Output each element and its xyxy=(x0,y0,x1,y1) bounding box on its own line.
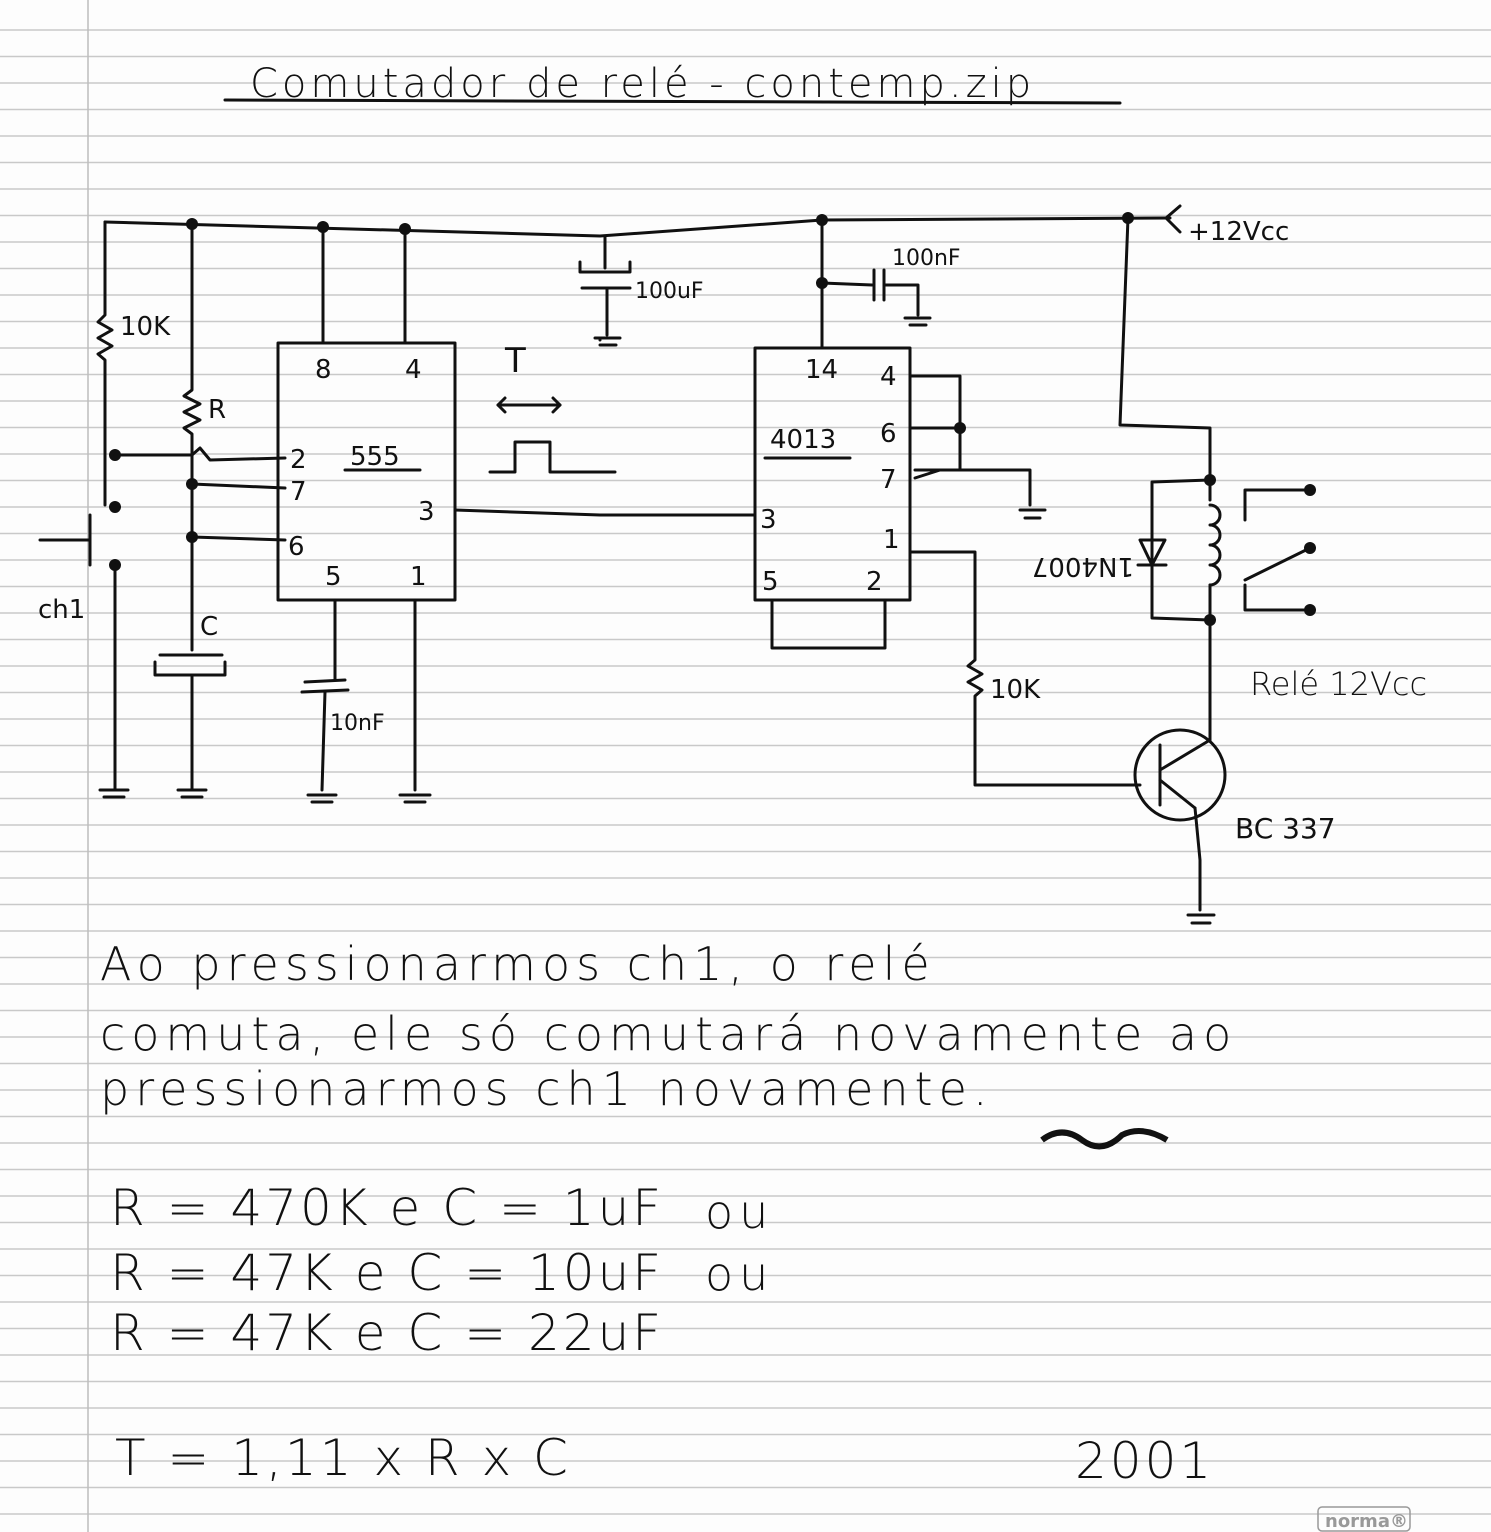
timing-capacitor-label: C xyxy=(200,612,218,642)
relay-label: Relé 12Vcc xyxy=(1250,665,1427,703)
ruled-lines xyxy=(0,29,1491,1515)
relay-circuit xyxy=(1118,216,1316,925)
ic-4013 xyxy=(753,218,1142,787)
pushbutton-switch xyxy=(38,513,121,787)
pin-label: 2 xyxy=(866,567,883,597)
pin-label: 14 xyxy=(805,355,838,385)
timing-formula: T = 1,11 x R x C xyxy=(115,1429,571,1487)
base-resistor-label: 10K xyxy=(990,675,1041,705)
ic-4013-label: 4013 xyxy=(770,425,836,455)
pin-label: 1 xyxy=(410,562,427,592)
pulse-width-label: T xyxy=(504,341,526,381)
pin-label: 3 xyxy=(418,497,435,527)
pin-label: 6 xyxy=(880,419,897,449)
pin-label: 6 xyxy=(288,532,305,562)
option-formula: R = 470K e C = 1uF xyxy=(110,1179,664,1237)
timing-resistor-label: R xyxy=(208,395,226,425)
supply-capacitor xyxy=(578,234,632,347)
decoupling-capacitor-label: 100nF xyxy=(892,246,961,271)
supply-capacitor-label: 100uF xyxy=(635,279,704,304)
pin-label: 7 xyxy=(880,465,897,495)
pullup-resistor-label: 10K xyxy=(120,312,171,342)
pin-label: 1 xyxy=(883,525,900,555)
paper-brand-logo: norma® xyxy=(1325,1511,1408,1532)
pin-label: 5 xyxy=(325,562,342,592)
description-line: Ao pressionarmos ch1, o relé xyxy=(100,937,936,991)
option-or: ou xyxy=(705,1185,774,1239)
ic-555-label: 555 xyxy=(350,442,400,472)
pulse-waveform xyxy=(488,396,617,474)
title-underline xyxy=(223,98,1122,105)
option-formula: R = 47K e C = 10uF xyxy=(110,1244,664,1302)
ic-555 xyxy=(276,225,457,792)
switch-label: ch1 xyxy=(38,595,85,625)
ground-symbols xyxy=(98,338,602,804)
pin-label: 7 xyxy=(290,477,307,507)
transistor-label: BC 337 xyxy=(1235,812,1336,845)
timing-network xyxy=(113,222,287,787)
brand-logo-box xyxy=(1317,1506,1411,1532)
pin-label: 4 xyxy=(405,355,422,385)
diode-label: 1N4007 xyxy=(1032,551,1134,581)
option-formula: R = 47K e C = 22uF xyxy=(110,1304,664,1362)
pin-label: 3 xyxy=(760,505,777,535)
signature-scribble xyxy=(1040,1128,1169,1150)
option-or: ou xyxy=(705,1247,774,1301)
description-line: pressionarmos ch1 novamente. xyxy=(100,1062,994,1116)
year: 2001 xyxy=(1075,1432,1214,1490)
pin-label: 4 xyxy=(880,362,897,392)
supply-rail xyxy=(103,204,1182,238)
pin-label: 2 xyxy=(290,445,307,475)
pullup-resistor xyxy=(96,220,121,513)
pin-label: 8 xyxy=(315,355,332,385)
clock-wire xyxy=(453,508,757,517)
description-line: comuta, ele só comutará novamente ao xyxy=(100,1007,1237,1061)
pin-label: 5 xyxy=(762,567,779,597)
control-capacitor-label: 10nF xyxy=(330,711,385,736)
supply-label: +12Vcc xyxy=(1188,217,1289,247)
